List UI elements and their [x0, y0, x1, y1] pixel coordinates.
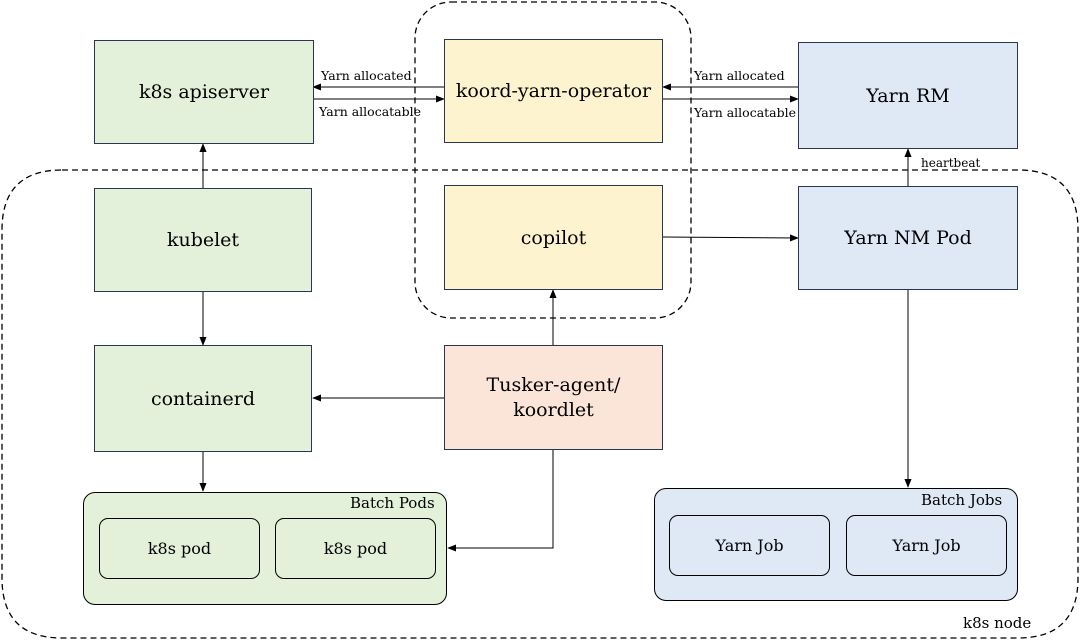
yarn-job-2: Yarn Job	[846, 515, 1007, 576]
kubelet-label: kubelet	[166, 229, 240, 251]
koord-yarn-operator-label: koord-yarn-operator	[455, 80, 652, 102]
label-yarn-allocatable-right: Yarn allocatable	[694, 105, 797, 120]
koordlet-label: koordlet	[513, 398, 594, 421]
containerd-node: containerd	[94, 345, 312, 452]
label-yarn-allocated-right: Yarn allocated	[694, 68, 785, 83]
containerd-label: containerd	[150, 387, 256, 410]
label-yarn-allocated-left: Yarn allocated	[321, 68, 412, 83]
copilot-node: copilot	[444, 185, 663, 290]
kubelet-node: kubelet	[94, 188, 312, 292]
yarn-nm-pod-node: Yarn NM Pod	[798, 186, 1018, 290]
batch-pods-title: Batch Pods	[350, 494, 435, 512]
k8s-node-boundary	[1, 169, 1079, 639]
k8s-apiserver-label: k8s apiserver	[138, 81, 270, 103]
arrow-tusker-to-batch-pods	[447, 450, 554, 552]
yarn-job-1-label: Yarn Job	[715, 536, 784, 555]
label-heartbeat: heartbeat	[921, 156, 981, 170]
k8s-node-label: k8s node	[963, 614, 1032, 632]
yarn-job-1: Yarn Job	[669, 515, 830, 576]
label-yarn-allocatable-left: Yarn allocatable	[319, 104, 422, 119]
k8s-apiserver-node: k8s apiserver	[94, 40, 314, 144]
k8s-pod-2: k8s pod	[275, 518, 436, 579]
koord-yarn-operator-node: koord-yarn-operator	[444, 39, 663, 143]
k8s-pod-1: k8s pod	[99, 518, 260, 579]
arrow-copilot-to-nm	[662, 234, 799, 242]
tusker-agent-label: Tusker-agent/	[486, 373, 621, 396]
k8s-pod-1-label: k8s pod	[147, 539, 212, 558]
copilot-label: copilot	[520, 226, 587, 249]
yarn-rm-label: Yarn RM	[866, 84, 950, 107]
yarn-job-2-label: Yarn Job	[892, 536, 961, 555]
tusker-agent-koordlet-node: Tusker-agent/ koordlet	[444, 345, 663, 450]
yarn-nm-pod-label: Yarn NM Pod	[844, 227, 972, 249]
batch-jobs-title: Batch Jobs	[921, 491, 1003, 509]
k8s-pod-2-label: k8s pod	[323, 539, 388, 558]
yarn-rm-node: Yarn RM	[798, 42, 1018, 149]
